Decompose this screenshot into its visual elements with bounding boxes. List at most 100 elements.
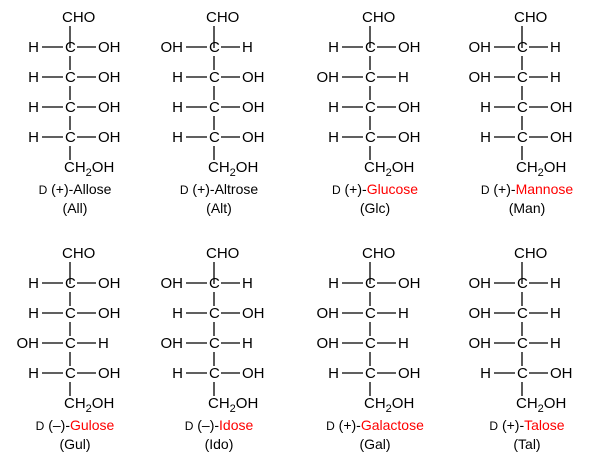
carbon-label: C bbox=[365, 335, 376, 352]
right-substituent: H bbox=[550, 275, 561, 292]
right-substituent: H bbox=[242, 39, 253, 56]
optical-rotation: (+)- bbox=[51, 181, 74, 197]
sugar-title-line: D (–)-Gulose bbox=[0, 416, 150, 435]
right-substituent: OH bbox=[550, 365, 573, 382]
left-substituent: H bbox=[328, 129, 339, 146]
d-prefix: D bbox=[38, 183, 48, 197]
right-substituent: H bbox=[98, 335, 109, 352]
sugar-abbreviation: (Glc) bbox=[359, 200, 391, 216]
left-substituent: OH bbox=[469, 69, 492, 86]
left-substituent: H bbox=[480, 365, 491, 382]
left-substituent: OH bbox=[161, 39, 184, 56]
left-substituent: H bbox=[172, 99, 183, 116]
right-substituent: OH bbox=[550, 99, 573, 116]
carbon-label: C bbox=[365, 365, 376, 382]
d-prefix: D bbox=[331, 183, 341, 197]
carbon-label: C bbox=[209, 69, 220, 86]
sugar-name: Gulose bbox=[69, 417, 115, 433]
right-substituent: OH bbox=[398, 99, 421, 116]
right-substituent: H bbox=[242, 335, 253, 352]
left-substituent: H bbox=[28, 305, 39, 322]
carbon-label: C bbox=[209, 275, 220, 292]
right-substituent: H bbox=[398, 69, 409, 86]
right-substituent: H bbox=[550, 69, 561, 86]
sugar-abbreviation: (Ido) bbox=[204, 436, 234, 452]
carbon-label: C bbox=[517, 275, 528, 292]
hydroxymethyl-label: CH2OH bbox=[208, 395, 258, 415]
carbon-label: C bbox=[65, 275, 76, 292]
carbon-label: C bbox=[365, 39, 376, 56]
hydroxymethyl-label: CH2OH bbox=[364, 395, 414, 415]
left-substituent: OH bbox=[161, 275, 184, 292]
optical-rotation: (–)- bbox=[197, 417, 220, 433]
aldehyde-label: CHO bbox=[206, 245, 239, 262]
right-substituent: OH bbox=[242, 129, 265, 146]
right-substituent: OH bbox=[98, 39, 121, 56]
carbon-label: C bbox=[365, 129, 376, 146]
left-substituent: OH bbox=[469, 39, 492, 56]
carbon-label: C bbox=[65, 365, 76, 382]
right-substituent: OH bbox=[98, 99, 121, 116]
aldehyde-label: CHO bbox=[514, 9, 547, 26]
carbon-label: C bbox=[209, 39, 220, 56]
right-substituent: OH bbox=[398, 275, 421, 292]
optical-rotation: (+)- bbox=[338, 417, 361, 433]
right-substituent: OH bbox=[98, 69, 121, 86]
left-substituent: OH bbox=[17, 335, 40, 352]
carbon-label: C bbox=[517, 69, 528, 86]
right-substituent: OH bbox=[242, 365, 265, 382]
carbon-label: C bbox=[517, 335, 528, 352]
right-substituent: OH bbox=[98, 365, 121, 382]
carbon-label: C bbox=[209, 335, 220, 352]
left-substituent: OH bbox=[469, 335, 492, 352]
carbon-label: C bbox=[517, 305, 528, 322]
left-substituent: H bbox=[28, 275, 39, 292]
optical-rotation: (+)- bbox=[501, 417, 525, 433]
sugar-title-line: D (+)-Mannose bbox=[452, 180, 602, 199]
d-prefix: D bbox=[480, 183, 490, 197]
aldehyde-label: CHO bbox=[514, 245, 547, 262]
carbon-label: C bbox=[365, 275, 376, 292]
left-substituent: H bbox=[328, 275, 339, 292]
sugar-title-line: D (+)-Altrose bbox=[144, 180, 294, 199]
left-substituent: H bbox=[480, 99, 491, 116]
left-substituent: H bbox=[328, 39, 339, 56]
right-substituent: OH bbox=[242, 69, 265, 86]
sugar-title-line: D (–)-Idose bbox=[144, 416, 294, 435]
sugar-abbreviation: (Alt) bbox=[206, 200, 232, 216]
right-substituent: H bbox=[242, 275, 253, 292]
left-substituent: OH bbox=[317, 335, 340, 352]
sugar-name: Glucose bbox=[366, 181, 419, 197]
aldehyde-label: CHO bbox=[362, 9, 395, 26]
carbon-label: C bbox=[517, 99, 528, 116]
left-substituent: H bbox=[480, 129, 491, 146]
sugar-name: Galactose bbox=[360, 417, 424, 433]
hydroxymethyl-label: CH2OH bbox=[64, 159, 114, 179]
sugar-title-line: D (+)-Glucose bbox=[300, 180, 450, 199]
right-substituent: OH bbox=[550, 129, 573, 146]
right-substituent: OH bbox=[98, 129, 121, 146]
right-substituent: H bbox=[550, 335, 561, 352]
right-substituent: OH bbox=[398, 39, 421, 56]
aldehyde-label: CHO bbox=[362, 245, 395, 262]
left-substituent: H bbox=[328, 365, 339, 382]
d-prefix: D bbox=[35, 419, 45, 433]
left-substituent: H bbox=[28, 129, 39, 146]
carbon-label: C bbox=[209, 129, 220, 146]
left-substituent: H bbox=[172, 305, 183, 322]
carbon-label: C bbox=[365, 305, 376, 322]
left-substituent: OH bbox=[469, 305, 492, 322]
aldehyde-label: CHO bbox=[62, 9, 95, 26]
right-substituent: OH bbox=[242, 99, 265, 116]
right-substituent: H bbox=[398, 335, 409, 352]
sugar-title-line: D (+)-Allose bbox=[0, 180, 150, 199]
right-substituent: H bbox=[550, 305, 561, 322]
right-substituent: OH bbox=[98, 305, 121, 322]
hydroxymethyl-label: CH2OH bbox=[516, 159, 566, 179]
right-substituent: OH bbox=[98, 275, 121, 292]
sugar-caption: D (+)-Glucose (Glc) bbox=[300, 180, 450, 217]
